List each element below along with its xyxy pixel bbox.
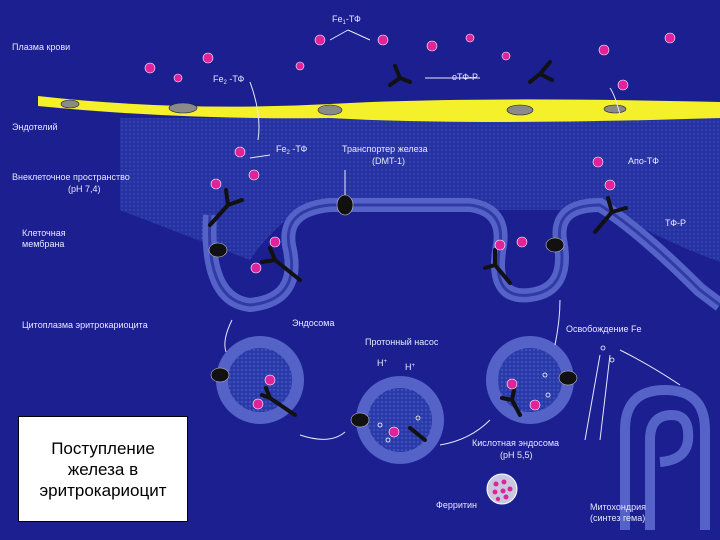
- endothelial-nuclei: [60, 99, 627, 116]
- mito-label-1: Митохондрия: [590, 502, 646, 512]
- transporter-label-1: Транспортер железа: [342, 144, 428, 154]
- extracellular-label-2: (pH 7,4): [68, 184, 101, 194]
- fe1-tf-label: Fe1-ТФ: [332, 14, 361, 26]
- cytoplasm-label: Цитоплазма эритрокариоцита: [22, 320, 148, 330]
- caption-box: Поступление железа в эритрокариоцит: [18, 416, 188, 522]
- endosome-label: Эндосома: [292, 318, 335, 328]
- transporter-dmt1: [208, 194, 578, 428]
- fe-release-label: Освобождение Fe: [566, 324, 642, 334]
- acid-endosome-label-2: (pH 5,5): [500, 450, 533, 460]
- cell-interior-texture: [120, 118, 720, 262]
- free-iron-dots: [377, 345, 615, 443]
- endothelium-band: [38, 96, 720, 122]
- endosome-2: [356, 376, 444, 464]
- mito-label-2: (синтез гема): [590, 513, 645, 523]
- flow-arrows: [224, 29, 681, 446]
- ferritin-label: Ферритин: [436, 500, 477, 510]
- h-plus-1: H+: [377, 358, 388, 368]
- fe2-tf-mid-label: Fe2 -ТФ: [276, 144, 308, 156]
- mitochondrion: [620, 384, 710, 530]
- tf-r-label: ТФ-Р: [665, 218, 686, 228]
- plasma-label: Плазма крови: [12, 42, 70, 52]
- proton-pump-label: Протонный насос: [365, 337, 439, 347]
- membrane-label-2: мембрана: [22, 239, 64, 249]
- ferritin-particle: [486, 473, 518, 505]
- acid-endosome-label-1: Кислотная эндосома: [472, 438, 559, 448]
- membrane-label-1: Клеточная: [22, 228, 66, 238]
- extracellular-label-1: Внеклеточное пространство: [12, 172, 130, 182]
- transporter-label-2: (DMT-1): [372, 156, 405, 166]
- otf-r-label: оТФ-Р: [452, 72, 478, 82]
- fe2-tf-top-label: Fe2 -ТФ: [213, 74, 245, 86]
- h-plus-2: H+: [405, 362, 416, 372]
- iron-transferrin-particles: [144, 32, 676, 438]
- endothelium-label: Эндотелий: [12, 122, 58, 132]
- transferrin-receptors: [208, 60, 628, 442]
- apo-tf-label: Апо-ТФ: [628, 156, 659, 166]
